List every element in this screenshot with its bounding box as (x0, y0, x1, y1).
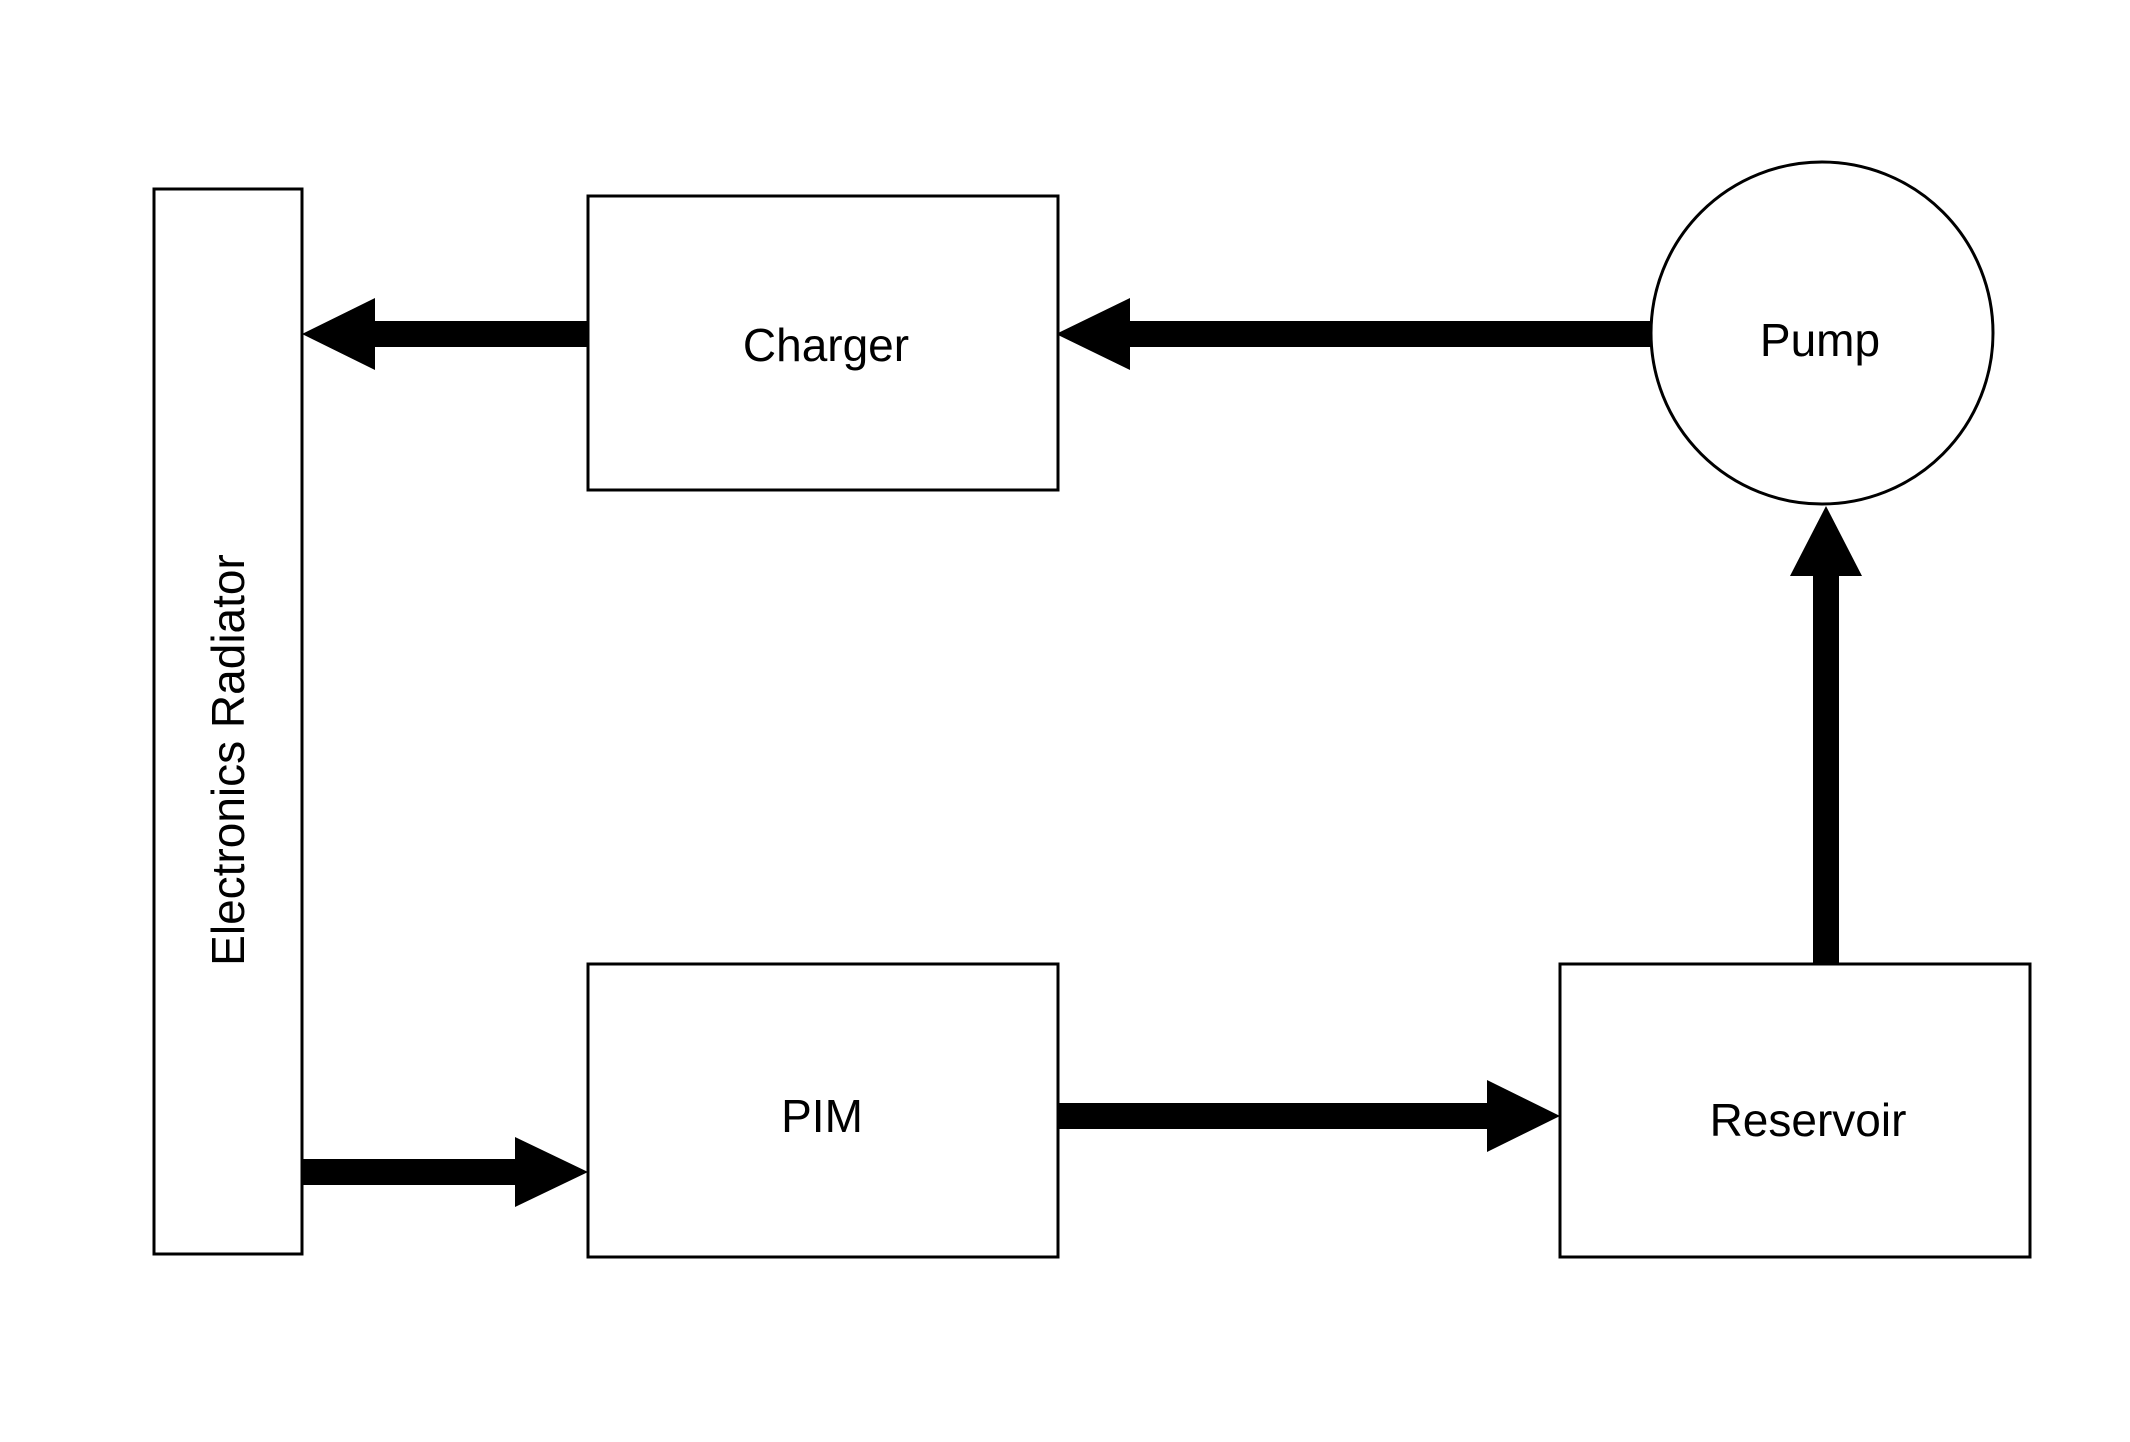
node-pump: Pump (1649, 160, 1995, 506)
edge-reservoir-to-pump (1790, 506, 1862, 964)
label-reservoir: Reservoir (1710, 1094, 1907, 1146)
node-reservoir: Reservoir (1558, 962, 2032, 1259)
edge-pump-to-charger (1056, 298, 1654, 370)
label-pim: PIM (781, 1090, 863, 1142)
label-pump: Pump (1760, 314, 1880, 366)
label-electronics-radiator: Electronics Radiator (202, 554, 254, 966)
node-pim: PIM (586, 962, 1060, 1259)
node-charger: Charger (586, 194, 1060, 492)
edge-pim-to-reservoir (1058, 1080, 1560, 1152)
flow-edges (302, 298, 1862, 1207)
edge-radiator-to-pim (302, 1137, 588, 1207)
edge-charger-to-radiator (302, 298, 588, 370)
node-electronics-radiator: Electronics Radiator (152, 187, 304, 1256)
label-charger: Charger (743, 319, 909, 371)
